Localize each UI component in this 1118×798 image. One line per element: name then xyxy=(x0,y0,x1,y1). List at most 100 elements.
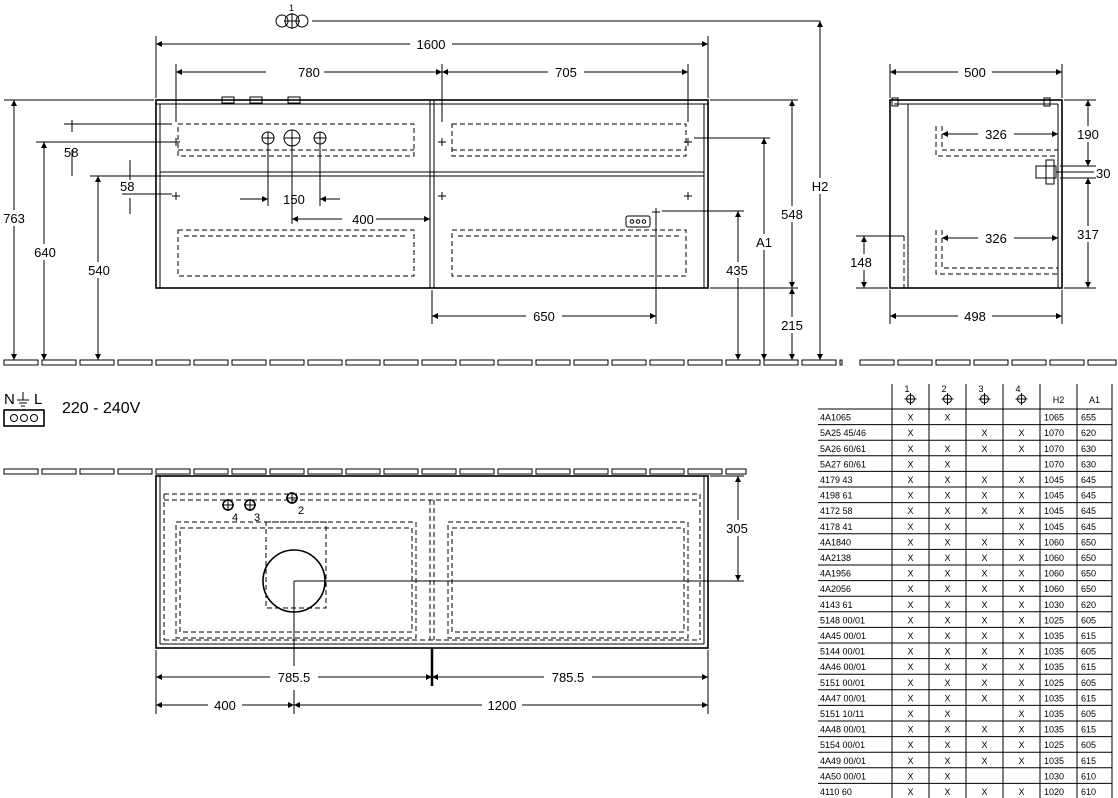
floor-tile xyxy=(687,359,723,366)
dim-h2: H2 xyxy=(812,179,829,194)
table-cell: 1035 xyxy=(1044,631,1064,641)
table-cell-code: 4178 41 xyxy=(820,522,853,532)
table-cell: 650 xyxy=(1081,537,1096,547)
table-cell: X xyxy=(907,678,913,688)
table-cell: X xyxy=(907,787,913,797)
floor-tile xyxy=(535,359,571,366)
table-cell: X xyxy=(981,537,987,547)
table-cell: 610 xyxy=(1081,787,1096,797)
table-cell: X xyxy=(981,693,987,703)
live-label: L xyxy=(34,391,42,408)
table-cell: X xyxy=(1018,647,1024,657)
table-cell: X xyxy=(944,740,950,750)
table-cell: X xyxy=(944,600,950,610)
dim-height-763: 763 xyxy=(3,211,25,226)
floor-side xyxy=(859,359,1117,366)
table-cell: 620 xyxy=(1081,600,1096,610)
floor-tile xyxy=(383,468,419,475)
table-cell: 1065 xyxy=(1044,413,1064,423)
side-view: 500 326 326 190 30 317 148 498 xyxy=(848,64,1117,366)
table-cell: X xyxy=(907,522,913,532)
table-cell: 605 xyxy=(1081,740,1096,750)
table-cell: X xyxy=(907,756,913,766)
table-cell: X xyxy=(944,459,950,469)
table-cell: X xyxy=(1018,725,1024,735)
table-cell: X xyxy=(944,584,950,594)
table-cell: X xyxy=(907,771,913,781)
floor-tile xyxy=(497,468,533,475)
dim-58-mid: 58 xyxy=(120,179,134,194)
table-cell-code: 4198 61 xyxy=(820,491,853,501)
floor-tile xyxy=(117,359,153,366)
dim-side-317: 317 xyxy=(1077,227,1099,242)
dim-side-326-top: 326 xyxy=(985,127,1007,142)
table-cell: X xyxy=(944,475,950,485)
table-cell: X xyxy=(1018,522,1024,532)
table-cell: 1020 xyxy=(1044,787,1064,797)
table-cell: X xyxy=(981,553,987,563)
table-cell: 1035 xyxy=(1044,693,1064,703)
table-cell: 1070 xyxy=(1044,428,1064,438)
table-cell: X xyxy=(1018,662,1024,672)
table-cell-code: 4A48 00/01 xyxy=(820,725,866,735)
table-cell: X xyxy=(1018,787,1024,797)
table-cell: 645 xyxy=(1081,522,1096,532)
floor-tile xyxy=(231,468,267,475)
header-crosshair xyxy=(904,393,917,405)
table-cell: X xyxy=(907,647,913,657)
table-cell: X xyxy=(981,475,987,485)
dim-width-705: 705 xyxy=(555,65,577,80)
header-crosshair xyxy=(978,393,991,405)
table-cell: X xyxy=(981,506,987,516)
table-cell: X xyxy=(981,756,987,766)
table-cell: X xyxy=(981,491,987,501)
table-cell: X xyxy=(1018,693,1024,703)
table-header: 2 xyxy=(942,384,947,394)
dim-top-305: 305 xyxy=(726,521,748,536)
table-cell: 605 xyxy=(1081,615,1096,625)
floor-tile xyxy=(649,359,685,366)
table-cell: X xyxy=(907,491,913,501)
dim-435: 435 xyxy=(726,263,748,278)
dim-150: 150 xyxy=(283,192,305,207)
table-cell: 1030 xyxy=(1044,600,1064,610)
table-cell: 615 xyxy=(1081,662,1096,672)
dim-side-30: 30 xyxy=(1096,166,1110,181)
table-cell: X xyxy=(1018,428,1024,438)
table-header: A1 xyxy=(1089,395,1100,405)
table-cell-code: 5A25 45/46 xyxy=(820,428,866,438)
table-cell: X xyxy=(944,693,950,703)
table-cell: X xyxy=(907,475,913,485)
dim-side-498: 498 xyxy=(964,309,986,324)
table-cell: X xyxy=(907,600,913,610)
table-cell: X xyxy=(981,725,987,735)
header-crosshair xyxy=(941,393,954,405)
floor-tile xyxy=(307,359,343,366)
dim-side-500: 500 xyxy=(964,65,986,80)
table-cell: 630 xyxy=(1081,444,1096,454)
table-cell: X xyxy=(981,787,987,797)
table-cell: X xyxy=(944,647,950,657)
table-cell: 1070 xyxy=(1044,444,1064,454)
table-cell: 1045 xyxy=(1044,475,1064,485)
marker-4-label: 4 xyxy=(232,512,238,524)
table-cell: 1045 xyxy=(1044,491,1064,501)
floor-tile xyxy=(459,359,495,366)
table-cell: X xyxy=(981,569,987,579)
floor-tile xyxy=(459,468,495,475)
table-cell-code: 5148 00/01 xyxy=(820,615,865,625)
table-cell: X xyxy=(907,444,913,454)
floor-tile xyxy=(1087,359,1117,366)
table-cell: X xyxy=(907,615,913,625)
table-cell: X xyxy=(1018,553,1024,563)
table-cell: X xyxy=(944,662,950,672)
table-cell: 1035 xyxy=(1044,709,1064,719)
table-cell: X xyxy=(981,600,987,610)
table-cell: X xyxy=(1018,740,1024,750)
floor-tile xyxy=(897,359,933,366)
side-cabinet-outline xyxy=(889,99,1063,289)
table-cell: X xyxy=(1018,756,1024,766)
table-cell-code: 4A1956 xyxy=(820,569,851,579)
table-cell: 620 xyxy=(1081,428,1096,438)
